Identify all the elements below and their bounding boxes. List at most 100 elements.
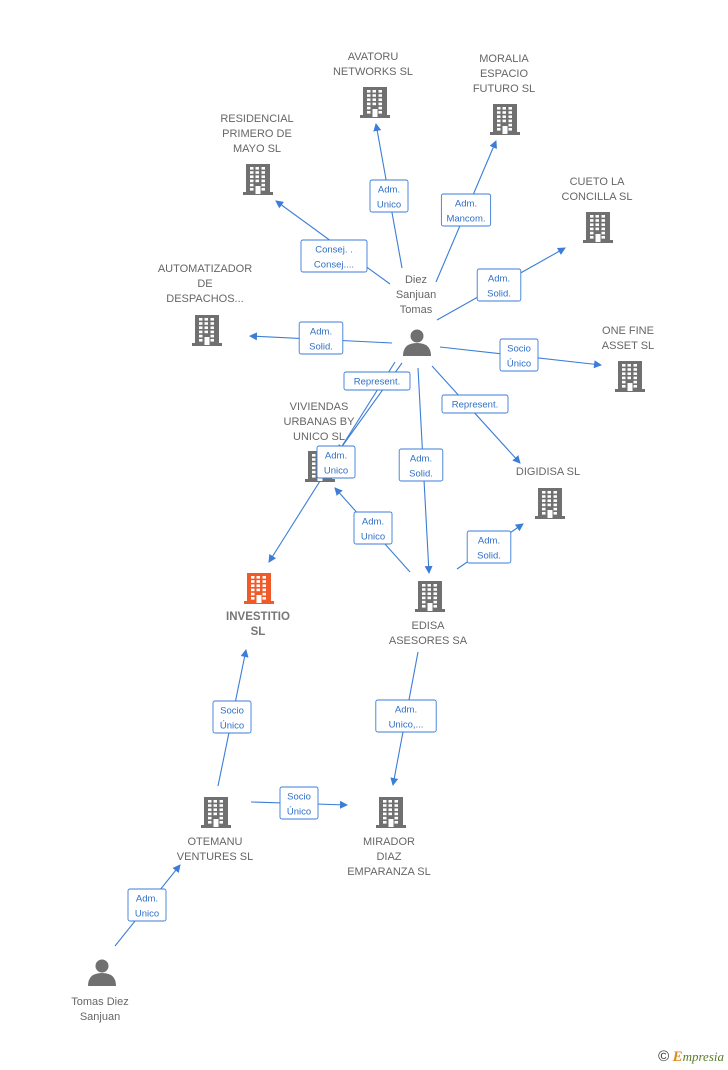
building-window — [508, 107, 512, 110]
edge-label[interactable]: Consej. .Consej.... — [300, 239, 368, 273]
node-label-line: ASSET SL — [602, 340, 654, 352]
edge-label[interactable]: Represent. — [343, 371, 411, 391]
person-icon[interactable] — [88, 959, 116, 987]
building-icon[interactable] — [415, 581, 445, 612]
node-label-line: DE — [197, 278, 212, 290]
edge-label-text: Solid. — [409, 469, 433, 480]
building-icon[interactable] — [490, 104, 520, 135]
building-icon[interactable] — [243, 164, 273, 195]
edge-label[interactable]: Represent. — [441, 394, 509, 414]
edge-label-box — [398, 448, 444, 482]
building-icon[interactable] — [583, 212, 613, 243]
edge-label[interactable]: Adm.Unico — [316, 445, 356, 479]
edge-label[interactable]: Adm.Unico — [369, 179, 409, 213]
building-window — [312, 475, 316, 478]
edge-label-box — [466, 530, 512, 564]
building-window — [255, 179, 259, 183]
building-window — [590, 219, 594, 222]
building-window — [262, 584, 266, 587]
building-door — [372, 109, 378, 117]
building-window — [367, 111, 371, 114]
edge-label-text: Adm. — [378, 185, 400, 196]
node-label-line: MIRADOR — [363, 836, 415, 848]
edge-label[interactable]: Adm.Solid. — [466, 530, 512, 564]
building-window — [312, 466, 316, 470]
node-digidisa[interactable]: DIGIDISA SL — [516, 466, 580, 519]
building-icon[interactable] — [192, 315, 222, 346]
building-icon[interactable] — [360, 87, 390, 118]
building-icon[interactable] — [244, 573, 274, 604]
building-door — [204, 337, 210, 345]
building-window — [199, 330, 203, 334]
edge-diez-digidisa — [431, 365, 521, 464]
building-window — [256, 588, 260, 592]
building-window — [547, 503, 551, 507]
edge-label[interactable]: Adm.Unico,... — [375, 699, 437, 733]
building-window — [497, 111, 501, 114]
node-label[interactable]: DIGIDISA SL — [516, 466, 580, 478]
node-label-line: RESIDENCIAL — [220, 113, 293, 125]
brand-logo: Empresia — [673, 1049, 724, 1065]
node-label-line: ASESORES SA — [389, 635, 468, 647]
edge-label[interactable]: Adm.Solid. — [476, 268, 522, 302]
edge-label[interactable]: Adm.Solid. — [298, 321, 344, 355]
building-window — [422, 584, 426, 587]
edge-label[interactable]: Adm.Solid. — [398, 448, 444, 482]
person-head — [95, 959, 109, 973]
edge-label[interactable]: Adm.Unico — [127, 888, 167, 922]
node-label-line: OTEMANU — [188, 836, 243, 848]
building-window — [433, 592, 437, 595]
building-window — [433, 600, 437, 604]
building-window — [210, 334, 214, 338]
edge-label-text: Unico — [135, 909, 159, 920]
node-label-line: INVESTITIO — [226, 611, 290, 623]
building-window — [262, 597, 266, 600]
building-window — [208, 804, 212, 807]
building-window — [595, 219, 599, 222]
person-icon[interactable] — [403, 329, 431, 357]
edge-label-text: Adm. — [310, 327, 332, 338]
building-icon[interactable] — [615, 361, 645, 392]
building-window — [256, 580, 260, 583]
building-icon[interactable] — [535, 488, 565, 519]
edge-label-text: Socio — [220, 706, 244, 717]
building-window — [251, 592, 255, 596]
building-window — [261, 179, 265, 183]
edge-label[interactable]: Adm.Unico — [353, 511, 393, 545]
building-window — [601, 215, 605, 218]
building-window — [250, 188, 254, 191]
node-label-line: URBANAS BY — [284, 416, 356, 428]
edge-label[interactable]: Adm.Mancom. — [440, 193, 492, 227]
building-icon[interactable] — [376, 797, 406, 828]
building-window — [378, 98, 382, 101]
building-icon[interactable] — [201, 797, 231, 828]
